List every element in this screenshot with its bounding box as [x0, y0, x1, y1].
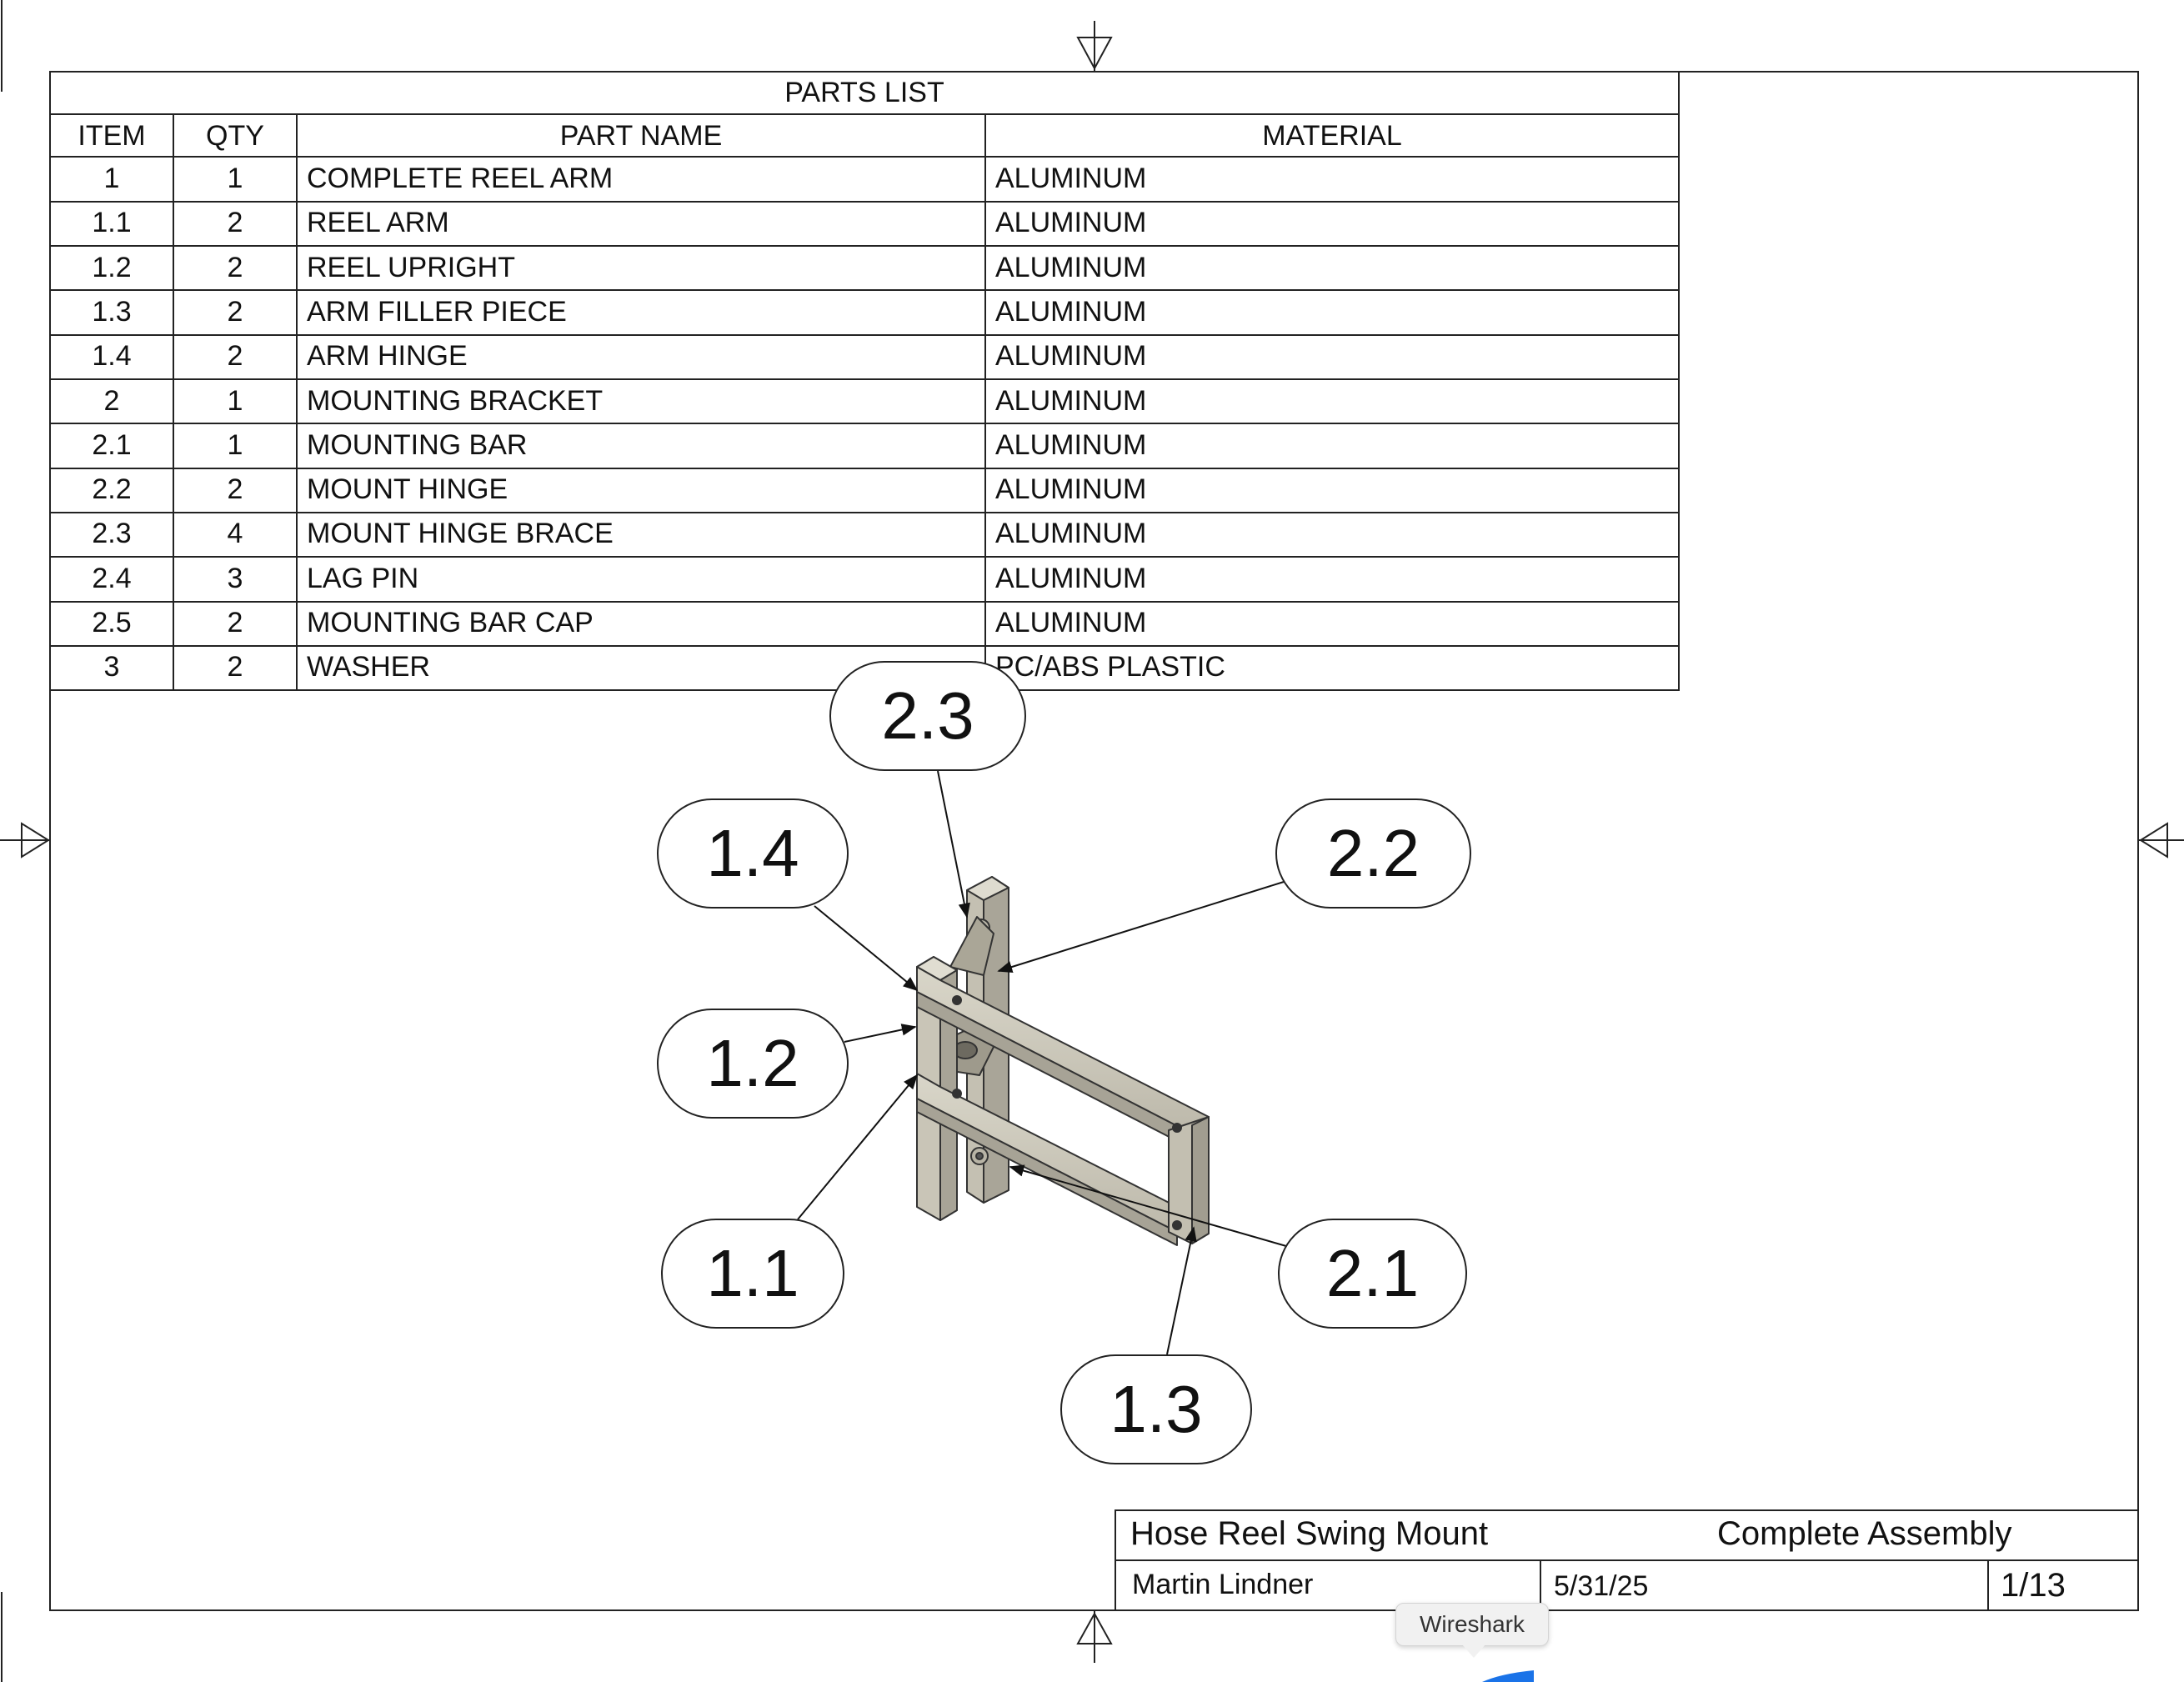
cell-material: ALUMINUM [995, 162, 1147, 194]
cell-item: 1.1 [92, 206, 132, 238]
cell-part-name: MOUNTING BRACKET [307, 384, 604, 417]
balloon-2-2: 2.2 [1275, 798, 1471, 909]
cell-qty: 2 [227, 206, 243, 238]
balloon-1-3: 1.3 [1060, 1354, 1252, 1464]
cell-qty: 2 [227, 251, 243, 283]
dock-tooltip: Wireshark [1395, 1603, 1549, 1646]
leader-2-1 [1009, 1164, 1287, 1247]
cell-item: 2.3 [92, 517, 132, 549]
cell-item: 2.4 [92, 562, 132, 594]
leader-lines [797, 770, 1287, 1355]
cell-part-name: MOUNT HINGE [307, 473, 508, 505]
centering-mark-top [1076, 21, 1113, 72]
dock-icon-edge [1482, 1670, 1534, 1682]
tooltip-tail [1462, 1644, 1485, 1658]
cell-part-name: REEL ARM [307, 206, 449, 238]
cell-material: ALUMINUM [995, 339, 1147, 372]
cell-material: ALUMINUM [995, 562, 1147, 594]
centering-mark-bottom [1076, 1610, 1113, 1663]
title-block-grid [1115, 1509, 2139, 1611]
cell-part-name: MOUNT HINGE BRACE [307, 517, 614, 549]
cell-qty: 1 [227, 384, 243, 417]
cell-part-name: LAG PIN [307, 562, 419, 594]
date: 5/31/25 [1554, 1570, 1649, 1602]
leader-1-3 [1166, 1226, 1197, 1355]
cell-part-name: ARM FILLER PIECE [307, 295, 567, 328]
cell-item: 1.4 [92, 339, 132, 372]
cell-material: ALUMINUM [995, 606, 1147, 638]
cell-material: ALUMINUM [995, 206, 1147, 238]
cell-qty: 2 [227, 606, 243, 638]
leader-1-2 [844, 1024, 917, 1043]
cell-part-name: WASHER [307, 650, 430, 683]
leader-1-4 [814, 905, 919, 992]
cell-item: 1 [103, 162, 120, 194]
author: Martin Lindner [1132, 1569, 1314, 1600]
cell-material: ALUMINUM [995, 473, 1147, 505]
leader-1-1 [797, 1074, 919, 1220]
cell-qty: 1 [227, 162, 243, 194]
cell-material: ALUMINUM [995, 517, 1147, 549]
cell-material: ALUMINUM [995, 428, 1147, 461]
header-part-name: PART NAME [559, 119, 723, 152]
header-qty: QTY [206, 119, 264, 152]
cell-qty: 2 [227, 295, 243, 328]
balloon-2-3: 2.3 [829, 661, 1026, 771]
assembly-model [916, 876, 1210, 1246]
sheet-title: Complete Assembly [1717, 1515, 2012, 1552]
centering-mark-left [0, 822, 50, 859]
cell-item: 2.2 [92, 473, 132, 505]
cell-item: 3 [103, 650, 120, 683]
cell-part-name: MOUNTING BAR CAP [307, 606, 594, 638]
header-material: MATERIAL [1262, 119, 1402, 152]
cell-material: ALUMINUM [995, 384, 1147, 417]
cell-item: 2.5 [92, 606, 132, 638]
cell-item: 1.3 [92, 295, 132, 328]
cell-qty: 2 [227, 339, 243, 372]
cell-material: ALUMINUM [995, 295, 1147, 328]
centering-mark-right [2138, 822, 2184, 859]
cell-qty: 3 [227, 562, 243, 594]
parts-list-title: PARTS LIST [784, 76, 944, 108]
header-item: ITEM [78, 119, 146, 152]
leader-2-2 [997, 881, 1285, 974]
cell-qty: 2 [227, 473, 243, 505]
leader-2-3 [937, 770, 970, 919]
cell-part-name: ARM HINGE [307, 339, 468, 372]
balloon-1-1: 1.1 [661, 1219, 844, 1329]
balloon-1-4: 1.4 [657, 798, 849, 909]
cell-item: 1.2 [92, 251, 132, 283]
cell-part-name: REEL UPRIGHT [307, 251, 516, 283]
cell-item: 2.1 [92, 428, 132, 461]
cell-material: ALUMINUM [995, 251, 1147, 283]
balloon-2-1: 2.1 [1278, 1219, 1467, 1329]
project-title: Hose Reel Swing Mount [1130, 1515, 1489, 1552]
cell-part-name: COMPLETE REEL ARM [307, 162, 614, 194]
cell-part-name: MOUNTING BAR [307, 428, 528, 461]
cell-item: 2 [103, 384, 120, 417]
balloon-1-2: 1.2 [657, 1009, 849, 1119]
cell-qty: 1 [227, 428, 243, 461]
cell-qty: 4 [227, 517, 243, 549]
cell-qty: 2 [227, 650, 243, 683]
cell-material: PC/ABS PLASTIC [995, 650, 1225, 683]
sheet-number: 1/13 [2001, 1567, 2066, 1604]
